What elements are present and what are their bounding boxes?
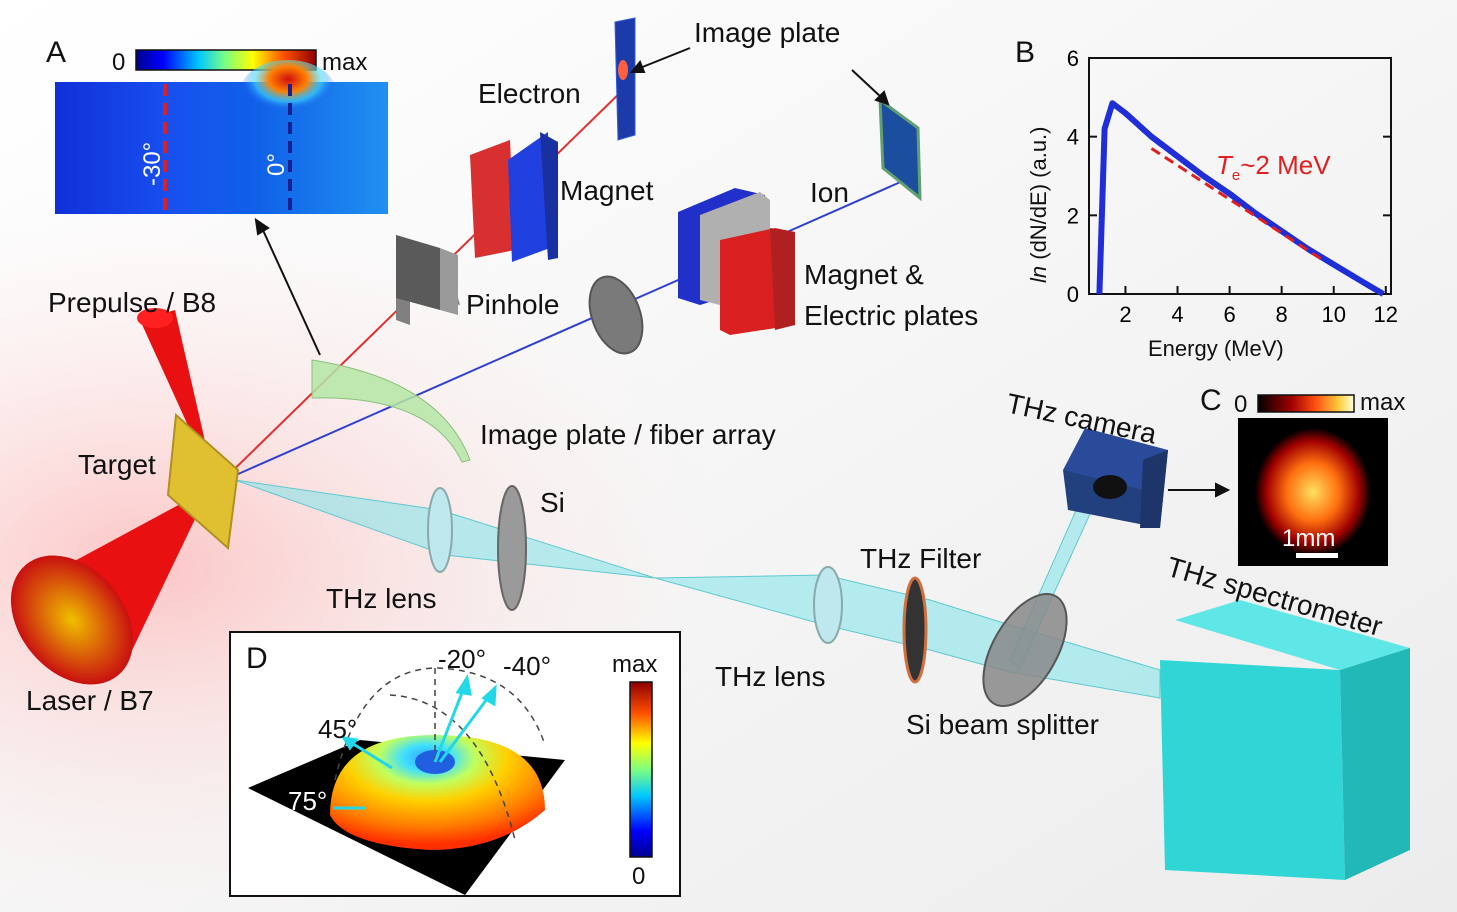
label-image-plate-fiber: Image plate / fiber array	[480, 419, 776, 450]
panel-b-letter: B	[1015, 36, 1035, 69]
electron-magnet	[470, 132, 558, 262]
ion-image-plate	[878, 96, 922, 202]
thz-spectrometer-box	[1160, 600, 1410, 880]
panel-b-ytick-label: 6	[1067, 46, 1079, 71]
label-prepulse: Prepulse / B8	[48, 287, 216, 318]
label-thz-lens-2: THz lens	[715, 661, 825, 692]
panel-b-ytick-label: 4	[1067, 125, 1079, 150]
panel-d-angle-m20: -20°	[438, 644, 486, 674]
label-ion: Ion	[810, 177, 849, 208]
panel-b-data-line	[1096, 100, 1385, 297]
target-plate	[166, 412, 240, 550]
panel-a-image	[55, 82, 388, 214]
panel-b-xtick-label: 4	[1171, 302, 1183, 327]
panel-b-ylabel: ln (dN/dE) (a.u.)	[1026, 127, 1051, 284]
panel-a-scale-min: 0	[112, 49, 125, 76]
thz-camera	[1063, 428, 1168, 528]
panel-c-colorbar	[1257, 394, 1355, 413]
panel-b-xtick-label: 6	[1223, 302, 1235, 327]
panel-b-fit-line	[1150, 147, 1322, 260]
panel-a-scale-max: max	[322, 49, 367, 76]
label-image-plate-top: Image plate	[694, 17, 840, 48]
ion-spectrometer	[678, 188, 795, 335]
image-plate-arc	[311, 359, 471, 463]
label-target: Target	[78, 449, 156, 480]
panel-b: B 2 4 6 8 10 12 0 2 4 6 Te~2 MeV Energy (MeV) ln …	[1015, 36, 1398, 361]
ion-pinhole-disk	[588, 275, 644, 355]
panel-d-angle-75: 75°	[288, 786, 327, 816]
panel-c: C 0 max 1mm	[1200, 384, 1405, 566]
beam-splitter-shape	[982, 592, 1068, 708]
panel-c-scalebar	[1296, 553, 1338, 558]
panel-a-angle-right: 0°	[263, 153, 290, 176]
ion-beam	[219, 179, 906, 483]
panel-b-annotation: Te~2 MeV	[1216, 150, 1331, 184]
panel-b-ytick-label: 2	[1067, 203, 1079, 228]
label-magnet-electric-1: Magnet &	[804, 259, 924, 290]
panel-d-scale-max: max	[612, 651, 657, 678]
panel-c-scalebar-label: 1mm	[1282, 525, 1335, 552]
panel-b-frame	[1088, 57, 1392, 295]
label-pinhole: Pinhole	[466, 289, 559, 320]
panel-d-angle-m40: -40°	[503, 651, 551, 681]
panel-d: D -20° -40° 45° 75° max 0	[229, 631, 681, 897]
thz-lens-2-shape	[813, 566, 843, 644]
panel-b-xtick-label: 12	[1374, 302, 1398, 327]
panel-c-scale-max: max	[1360, 389, 1405, 416]
label-magnet-electric-2: Electric plates	[804, 300, 978, 331]
thz-lens-1-shape	[427, 487, 453, 573]
panel-d-angle-45: 45°	[318, 714, 357, 744]
panel-b-xtick-label: 8	[1276, 302, 1288, 327]
panel-a-letter: A	[46, 36, 66, 69]
panel-d-scale-min: 0	[632, 863, 645, 890]
panel-b-xtick-label: 2	[1119, 302, 1131, 327]
thz-filter-shape	[902, 576, 928, 684]
label-laser: Laser / B7	[26, 685, 154, 716]
laser-beams	[10, 308, 215, 685]
panel-c-scale-min: 0	[1234, 391, 1247, 418]
pointer-arrows	[254, 47, 1231, 498]
label-magnet: Magnet	[560, 175, 654, 206]
panel-b-xlabel: Energy (MeV)	[1148, 336, 1284, 361]
panel-a: A 0 max -30° 0°	[46, 36, 388, 214]
panel-b-xtick-label: 10	[1321, 302, 1345, 327]
label-si-beam-splitter: Si beam splitter	[906, 709, 1099, 740]
label-electron: Electron	[478, 78, 581, 109]
label-thz-filter: THz Filter	[860, 543, 981, 574]
panel-b-ytick-label: 0	[1067, 282, 1079, 307]
label-thz-lens-1: THz lens	[326, 583, 436, 614]
panel-a-angle-left: -30°	[139, 142, 166, 186]
pinhole-block	[396, 235, 440, 310]
label-si: Si	[540, 487, 565, 518]
panel-c-letter: C	[1200, 384, 1222, 417]
panel-d-colorbar	[629, 681, 653, 858]
si-wafer-shape	[497, 485, 527, 611]
panel-d-letter: D	[246, 642, 268, 675]
